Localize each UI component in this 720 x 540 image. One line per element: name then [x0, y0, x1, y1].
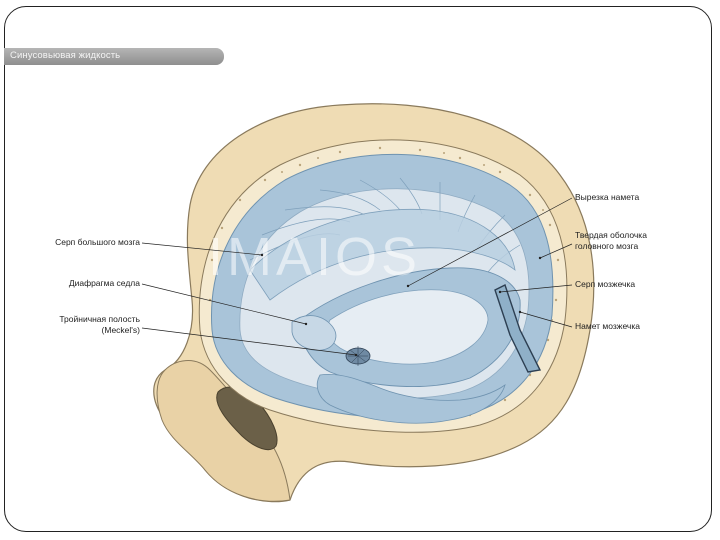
label-trigeminal-cave-line2: (Meckel's) — [102, 325, 141, 335]
label-dura-mater-line2: головного мозга — [575, 241, 638, 251]
label-diaphragma-sellae: Диафрагма седла — [69, 278, 140, 288]
label-falx-cerebelli: Серп мозжечка — [575, 279, 635, 289]
label-tentorium-cerebelli: Намет мозжечка — [575, 321, 640, 331]
label-falx-cerebri: Серп большого мозга — [55, 237, 140, 247]
label-dura-mater-line1: Твердая оболочка — [575, 230, 647, 240]
label-trigeminal-cave-line1: Тройничная полость — [59, 314, 140, 324]
label-tentorial-notch: Вырезка намета — [575, 192, 639, 202]
watermark-text: IMAIOS — [208, 227, 421, 287]
